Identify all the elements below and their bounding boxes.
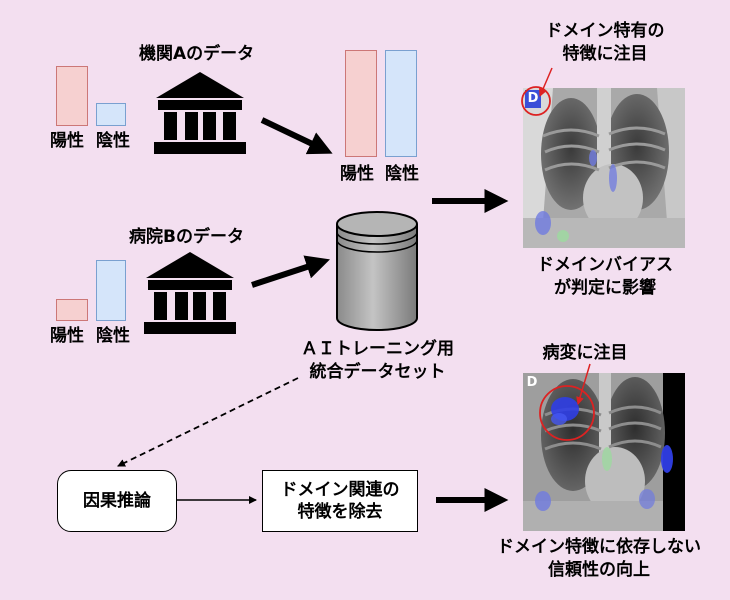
dataset-label-line2: 統合データセット xyxy=(309,362,446,382)
top-xray-highlight-circle xyxy=(521,86,551,116)
database-cylinder-icon xyxy=(336,211,418,331)
merged-negative-label: 陰性 xyxy=(385,164,419,184)
inst-a-positive-label: 陽性 xyxy=(50,131,84,151)
bottom-xray-bottom-caption-line1: ドメイン特徴に依存しない xyxy=(497,537,701,557)
remove-domain-features-line1: ドメイン関連の xyxy=(280,480,400,500)
top-chest-xray-image xyxy=(523,88,685,248)
bottom-xray-caption-top: 病変に注目 xyxy=(542,343,628,363)
bottom-chest-xray-image xyxy=(523,373,685,531)
bottom-xray-highlight-circle xyxy=(539,385,595,441)
dataset-label-line1: ＡＩトレーニング用 xyxy=(301,339,454,359)
merged-positive-bar xyxy=(345,50,377,157)
top-xray-caption-line1: ドメイン特有の xyxy=(545,21,665,41)
hosp-b-negative-bar xyxy=(96,260,126,321)
arrow-a-to-merged xyxy=(260,117,333,155)
inst-a-negative-label: 陰性 xyxy=(96,131,130,151)
hosp-b-positive-bar xyxy=(56,299,88,321)
bottom-xray-domain-badge: D xyxy=(526,375,538,390)
hosp-b-positive-label: 陽性 xyxy=(50,326,84,346)
arrow-b-to-dataset xyxy=(251,255,330,288)
causal-inference-label: 因果推論 xyxy=(83,491,151,511)
inst-a-negative-bar xyxy=(96,103,126,126)
red-pointer-top xyxy=(539,67,553,97)
dashed-arrow-dataset-to-causal xyxy=(117,377,299,467)
top-xray-domain-badge: D xyxy=(527,91,539,106)
red-pointer-bottom xyxy=(576,363,591,405)
causal-inference-box: 因果推論 xyxy=(57,470,177,532)
hospital-building-icon xyxy=(144,252,236,334)
hosp-b-title: 病院Bのデータ xyxy=(129,227,244,247)
merged-negative-bar xyxy=(385,50,417,157)
institution-building-icon xyxy=(154,72,246,154)
inst-a-title: 機関Aのデータ xyxy=(139,44,255,64)
merged-positive-label: 陽性 xyxy=(340,164,374,184)
remove-domain-features-box: ドメイン関連の 特徴を除去 xyxy=(262,470,418,532)
bottom-xray-bottom-caption-line2: 信頼性の向上 xyxy=(548,560,650,580)
top-xray-caption-line2: 特徴に注目 xyxy=(562,44,648,64)
top-xray-bottom-caption-line1: ドメインバイアス xyxy=(537,255,673,275)
top-xray-bottom-caption-line2: が判定に影響 xyxy=(554,278,656,298)
remove-domain-features-line2: 特徴を除去 xyxy=(297,502,383,522)
hosp-b-negative-label: 陰性 xyxy=(96,326,130,346)
inst-a-positive-bar xyxy=(56,66,88,126)
